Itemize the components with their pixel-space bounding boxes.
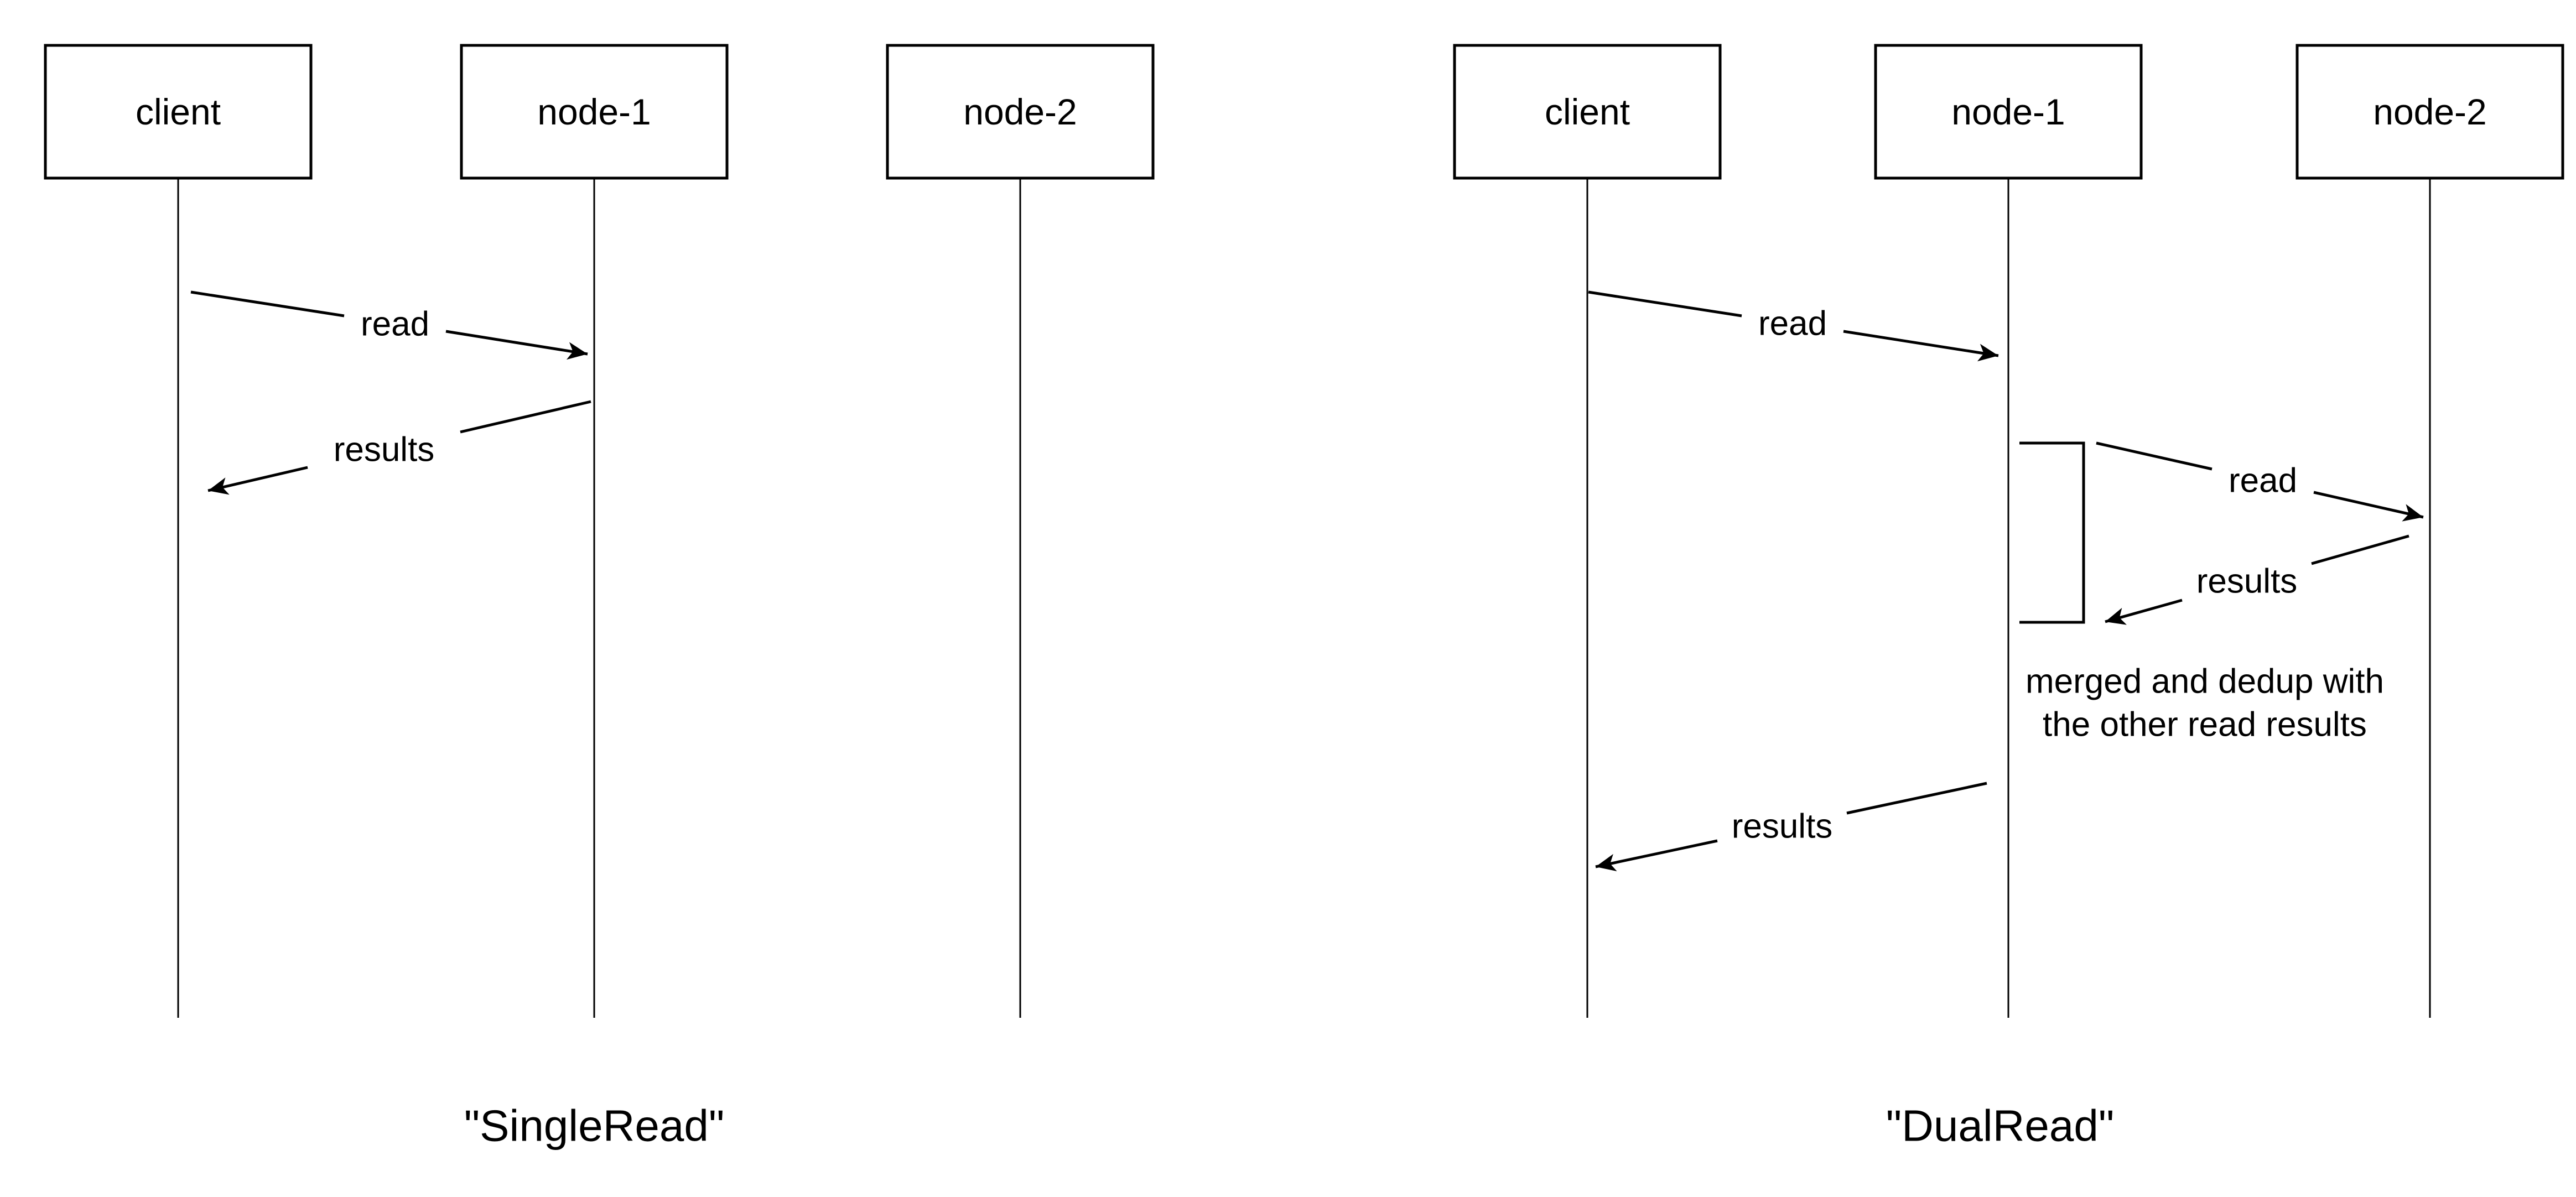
message-label-read: read bbox=[361, 305, 429, 344]
note-text-line-2: the other read results bbox=[2043, 706, 2367, 744]
message-line-segment-arrow bbox=[207, 466, 308, 495]
message-label-read: read bbox=[1758, 305, 1827, 343]
message-line-segment-arrow bbox=[2313, 491, 2424, 522]
message-line-segment bbox=[1846, 782, 1987, 815]
actor-node-1: node-1 bbox=[460, 44, 729, 180]
message-line-segment-arrow bbox=[1843, 330, 1999, 362]
actor-box-client bbox=[44, 44, 313, 180]
message-line-segment bbox=[460, 400, 591, 434]
actor-label-node-1: node-1 bbox=[537, 91, 651, 132]
message-label-read: read bbox=[2229, 462, 2297, 500]
actor-box-node-2 bbox=[886, 44, 1155, 180]
diagram-title-singleread: "SingleRead" bbox=[464, 1101, 724, 1151]
message-label-results: results bbox=[1732, 808, 1833, 846]
message-read-client-to-node-1: read bbox=[1588, 290, 1999, 362]
message-read-client-to-node-1: read bbox=[190, 290, 588, 360]
message-line-segment-arrow bbox=[1595, 839, 1718, 872]
message-label-results: results bbox=[334, 431, 435, 469]
actor-box-client bbox=[1453, 44, 1722, 180]
actor-client: client bbox=[44, 44, 313, 180]
actor-node-2: node-2 bbox=[886, 44, 1155, 180]
message-line-segment bbox=[2311, 534, 2409, 565]
actor-box-node-1 bbox=[1874, 44, 2143, 180]
note-text-line-1: merged and dedup with bbox=[2026, 663, 2384, 701]
actor-label-node-2: node-2 bbox=[963, 91, 1077, 132]
actor-label-node-1: node-1 bbox=[1951, 91, 2065, 132]
message-line-segment-arrow bbox=[2105, 598, 2183, 625]
diagram-single-read: client node-1 node-2 read results bbox=[44, 44, 1155, 1151]
message-read-node-1-to-node-2: read bbox=[2096, 441, 2424, 522]
actor-label-node-2: node-2 bbox=[2373, 91, 2487, 132]
actor-label-client: client bbox=[1545, 91, 1630, 132]
message-results-node-2-to-node-1: results bbox=[2105, 534, 2409, 625]
actor-label-client: client bbox=[136, 91, 221, 132]
message-line-segment bbox=[190, 290, 345, 318]
message-line-segment-arrow bbox=[445, 330, 588, 360]
diagram-title-dualread: "DualRead" bbox=[1886, 1101, 2115, 1151]
actor-box-node-1 bbox=[460, 44, 729, 180]
activation-bracket-node-1 bbox=[2019, 441, 2085, 624]
diagram-dual-read: client node-1 node-2 read read bbox=[1453, 44, 2564, 1151]
actor-box-node-2 bbox=[2295, 44, 2564, 180]
actor-client: client bbox=[1453, 44, 1722, 180]
message-results-node-1-to-client: results bbox=[1595, 782, 1987, 872]
actor-node-2: node-2 bbox=[2295, 44, 2564, 180]
note-merged-dedup: merged and dedup with the other read res… bbox=[2026, 663, 2384, 744]
message-label-results: results bbox=[2196, 563, 2298, 601]
message-line-segment bbox=[2096, 441, 2213, 471]
message-line-segment bbox=[1588, 290, 1742, 318]
message-results-node-1-to-client: results bbox=[207, 400, 591, 495]
actor-node-1: node-1 bbox=[1874, 44, 2143, 180]
